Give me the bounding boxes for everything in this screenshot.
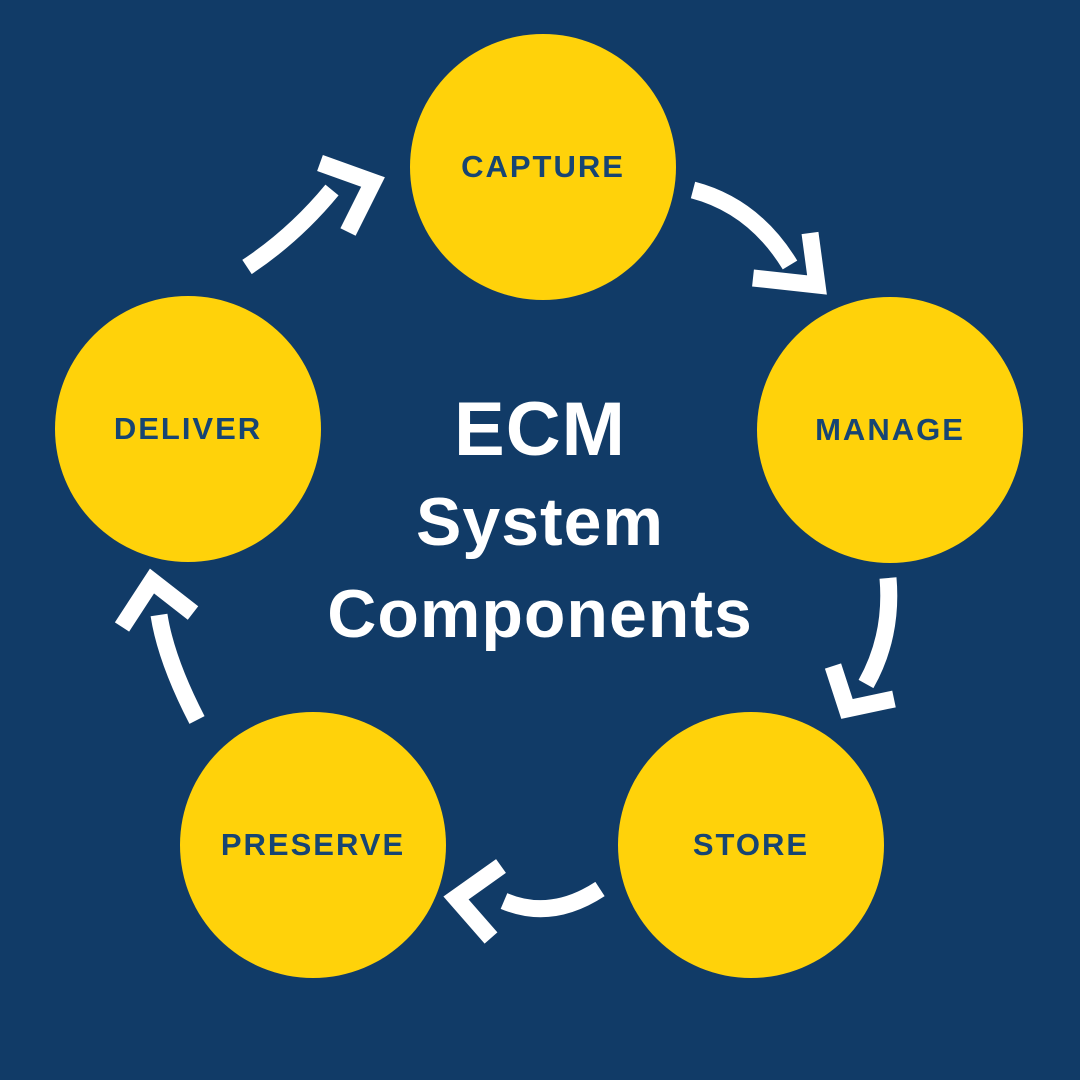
arrow-manage-to-store-icon <box>824 577 898 719</box>
arrow-capture-to-manage-icon <box>690 181 827 295</box>
arrow-deliver-to-capture-icon <box>242 154 385 275</box>
node-capture-label: CAPTURE <box>461 149 625 184</box>
arrow-preserve-to-deliver-icon <box>114 568 205 724</box>
node-preserve-label: PRESERVE <box>220 827 406 862</box>
node-preserve: PRESERVE <box>180 712 446 978</box>
node-store-label: STORE <box>692 827 810 862</box>
node-store: STORE <box>618 712 884 978</box>
node-manage: MANAGE <box>757 297 1023 563</box>
node-capture: CAPTURE <box>410 34 676 300</box>
node-manage-label: MANAGE <box>815 412 965 447</box>
node-deliver-label: DELIVER <box>113 411 263 446</box>
node-deliver: DELIVER <box>55 296 321 562</box>
arrow-store-to-preserve-icon <box>443 859 605 944</box>
